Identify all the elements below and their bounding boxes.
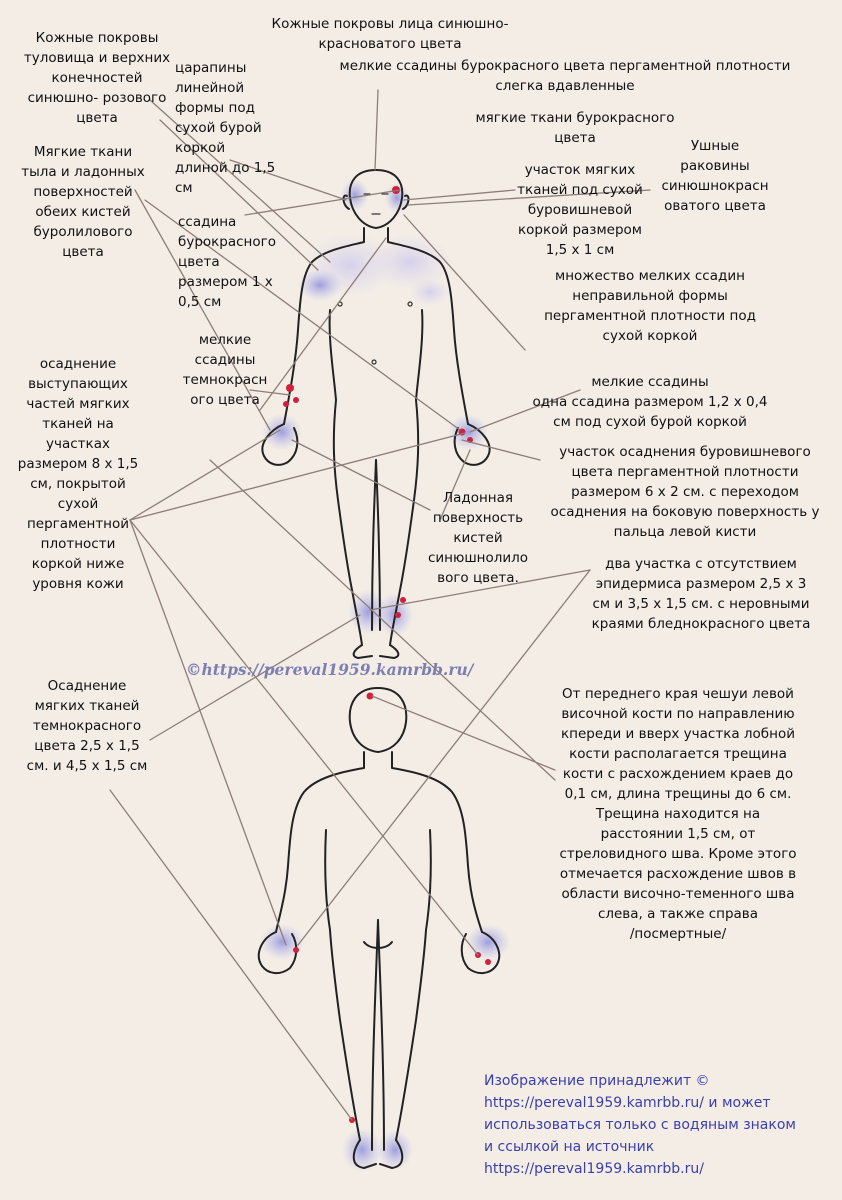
label-small-abrasions-pressed: мелкие ссадины бурокрасного цвета пергам… xyxy=(339,58,791,94)
label-abrasion-area-finger: участок осаднения буровишневого цвета пе… xyxy=(550,444,820,540)
label-soft-tissue-burgundy: мягкие ткани бурокрасного цвета xyxy=(475,110,675,146)
label-small-abrasions-size: мелкие ссадины одна ссадина размером 1,2… xyxy=(532,374,768,430)
label-skin-torso: Кожные покровы туловища и верхних конечн… xyxy=(23,30,171,126)
label-epidermis-absent: два участка с отсутствием эпидермиса раз… xyxy=(591,556,811,632)
wound-marks xyxy=(283,186,491,1123)
label-many-abrasions: множество мелких ссадин неправильной фор… xyxy=(544,268,756,344)
label-abrasion-protruding: осаднение выступающих частей мягких ткан… xyxy=(17,356,139,592)
label-soft-tissue-palms: Мягкие ткани тыла и ладонных поверхносте… xyxy=(21,144,145,260)
watermark: ©https://pereval1959.kamrbb.ru/ xyxy=(186,660,474,679)
front-body-figure xyxy=(261,169,491,659)
copyright-note: Изображение принадлежит © https://pereva… xyxy=(484,1073,796,1177)
leader-lines xyxy=(109,89,651,1121)
bruise-marks-back xyxy=(260,924,510,1172)
label-palmar-surface: Ладонная поверхность кистей синюшнолило … xyxy=(427,490,529,586)
label-soft-tissue-abrasion: Осаднение мягких тканей темнокрасного цв… xyxy=(26,678,148,774)
label-skull-fracture: От переднего края чешуи левой височной к… xyxy=(559,686,797,942)
bruise-marks-front xyxy=(262,179,488,637)
label-soft-tissue-area: участок мягких тканей под сухой буровишн… xyxy=(517,162,643,258)
label-ears: Ушные раковины синюшнокрасн оватого цвет… xyxy=(661,138,769,214)
label-abrasion-red: ссадина бурокрасного цвета размером 1 х … xyxy=(178,214,277,310)
label-face-skin: Кожные покровы лица синюшно- красноватог… xyxy=(271,16,509,52)
label-linear-scratches: царапины линейной формы под сухой бурой … xyxy=(175,60,276,196)
label-small-dark-abrasions: мелкие ссадины темнокрасн ого цвета xyxy=(182,332,268,408)
back-body-figure xyxy=(257,687,501,1169)
